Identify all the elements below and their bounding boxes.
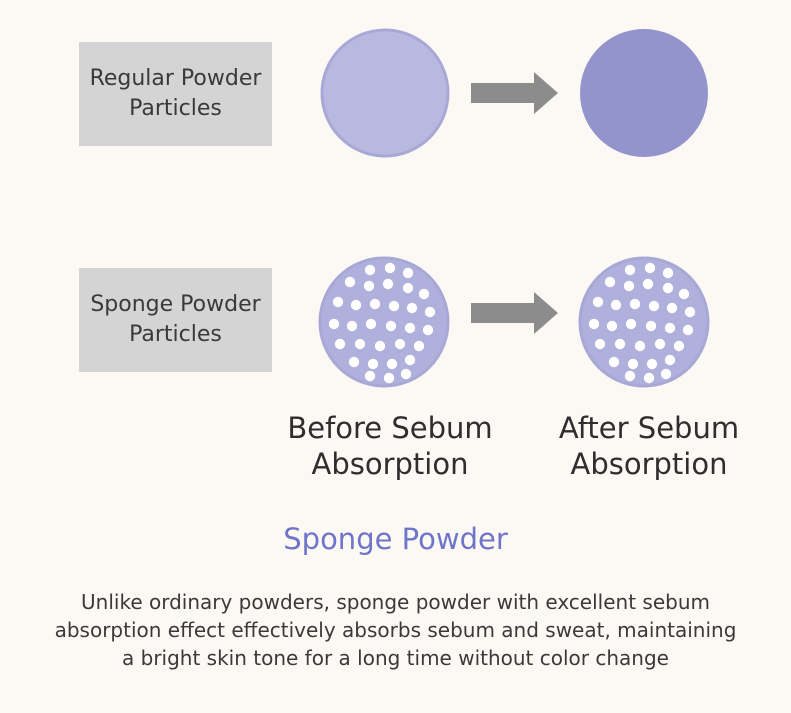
pore-dot xyxy=(346,320,358,332)
pore-dot xyxy=(383,372,395,384)
pore-dot xyxy=(364,370,376,382)
description-line2: absorption effect effectively absorbs se… xyxy=(54,618,737,642)
pore-dot xyxy=(629,298,641,310)
pore-dot xyxy=(592,296,604,308)
pore-dot xyxy=(664,322,676,334)
pore-dot xyxy=(413,340,425,352)
pore-dot xyxy=(394,338,406,350)
pore-dot xyxy=(627,358,639,370)
pore-dot xyxy=(422,324,434,336)
pore-dot xyxy=(328,318,340,330)
pore-dot xyxy=(614,338,626,350)
pore-dot xyxy=(648,300,660,312)
regular-powder-label-box: Regular Powder Particles xyxy=(79,42,272,146)
pore-dot xyxy=(365,318,377,330)
pore-dot xyxy=(666,302,678,314)
pore-dot xyxy=(406,302,418,314)
pore-dot xyxy=(384,262,396,274)
pore-dot xyxy=(344,276,356,288)
pore-dot xyxy=(624,264,636,276)
pore-dot xyxy=(608,356,620,368)
pore-dot xyxy=(400,368,412,380)
sponge-after-circle xyxy=(578,256,710,388)
pore-dot xyxy=(644,262,656,274)
pore-dot xyxy=(364,264,376,276)
after-caption-line1: After Sebum xyxy=(558,411,740,445)
regular-arrow-icon xyxy=(471,72,558,114)
pore-dot xyxy=(369,298,381,310)
sponge-before-pores xyxy=(328,262,436,384)
pore-dot xyxy=(624,370,636,382)
pore-dot xyxy=(646,358,658,370)
pore-dot xyxy=(388,300,400,312)
after-caption: After Sebum Absorption xyxy=(519,410,779,482)
sponge-powder-label-line1: Sponge Powder xyxy=(90,292,261,317)
pore-dot xyxy=(332,296,344,308)
pore-dot xyxy=(645,320,657,332)
pore-dot xyxy=(374,340,386,352)
pore-dot xyxy=(386,358,398,370)
pore-dot xyxy=(402,282,414,294)
pore-dot xyxy=(606,320,618,332)
sponge-arrow-icon xyxy=(471,292,558,334)
pore-dot xyxy=(354,338,366,350)
pore-dot xyxy=(363,280,375,292)
sponge-before-circle xyxy=(318,256,450,388)
pore-dot xyxy=(418,288,430,300)
pore-dot xyxy=(382,278,394,290)
sponge-powder-label-line2: Particles xyxy=(129,322,222,347)
pore-dot xyxy=(588,318,600,330)
pore-dot xyxy=(594,338,606,350)
regular-powder-diagram xyxy=(320,28,708,158)
pore-dot xyxy=(634,340,646,352)
regular-before-circle xyxy=(320,28,450,158)
before-caption: Before Sebum Absorption xyxy=(260,410,520,482)
pore-dot xyxy=(642,278,654,290)
pore-dot xyxy=(678,288,690,300)
sponge-powder-label-box: Sponge Powder Particles xyxy=(79,268,272,372)
pore-dot xyxy=(643,372,655,384)
pore-dot xyxy=(662,282,674,294)
before-caption-line1: Before Sebum xyxy=(287,411,493,445)
pore-dot xyxy=(404,354,416,366)
regular-powder-label-line2: Particles xyxy=(129,96,222,121)
pore-dot xyxy=(662,267,674,279)
pore-dot xyxy=(664,354,676,366)
sponge-powder-diagram xyxy=(318,256,710,388)
description-line3: a bright skin tone for a long time witho… xyxy=(122,646,669,670)
sponge-after-pores xyxy=(588,262,696,384)
pore-dot xyxy=(367,358,379,370)
pore-dot xyxy=(402,267,414,279)
pore-dot xyxy=(684,306,696,318)
pore-dot xyxy=(673,340,685,352)
description-line1: Unlike ordinary powders, sponge powder w… xyxy=(81,590,710,614)
pore-dot xyxy=(623,280,635,292)
pore-dot xyxy=(625,318,637,330)
pore-dot xyxy=(682,324,694,336)
pore-dot xyxy=(334,338,346,350)
pore-dot xyxy=(404,322,416,334)
regular-after-circle xyxy=(580,29,708,157)
pore-dot xyxy=(424,306,436,318)
before-caption-line2: Absorption xyxy=(311,447,469,481)
pore-dot xyxy=(350,299,362,311)
pore-dot xyxy=(654,338,666,350)
description: Unlike ordinary powders, sponge powder w… xyxy=(0,588,791,672)
regular-powder-label-line1: Regular Powder xyxy=(89,66,262,91)
pore-dot xyxy=(610,299,622,311)
pore-dot xyxy=(348,356,360,368)
section-title: Sponge Powder xyxy=(283,522,508,556)
pore-dot xyxy=(660,368,672,380)
after-caption-line2: Absorption xyxy=(570,447,728,481)
pore-dot xyxy=(604,276,616,288)
pore-dot xyxy=(385,320,397,332)
